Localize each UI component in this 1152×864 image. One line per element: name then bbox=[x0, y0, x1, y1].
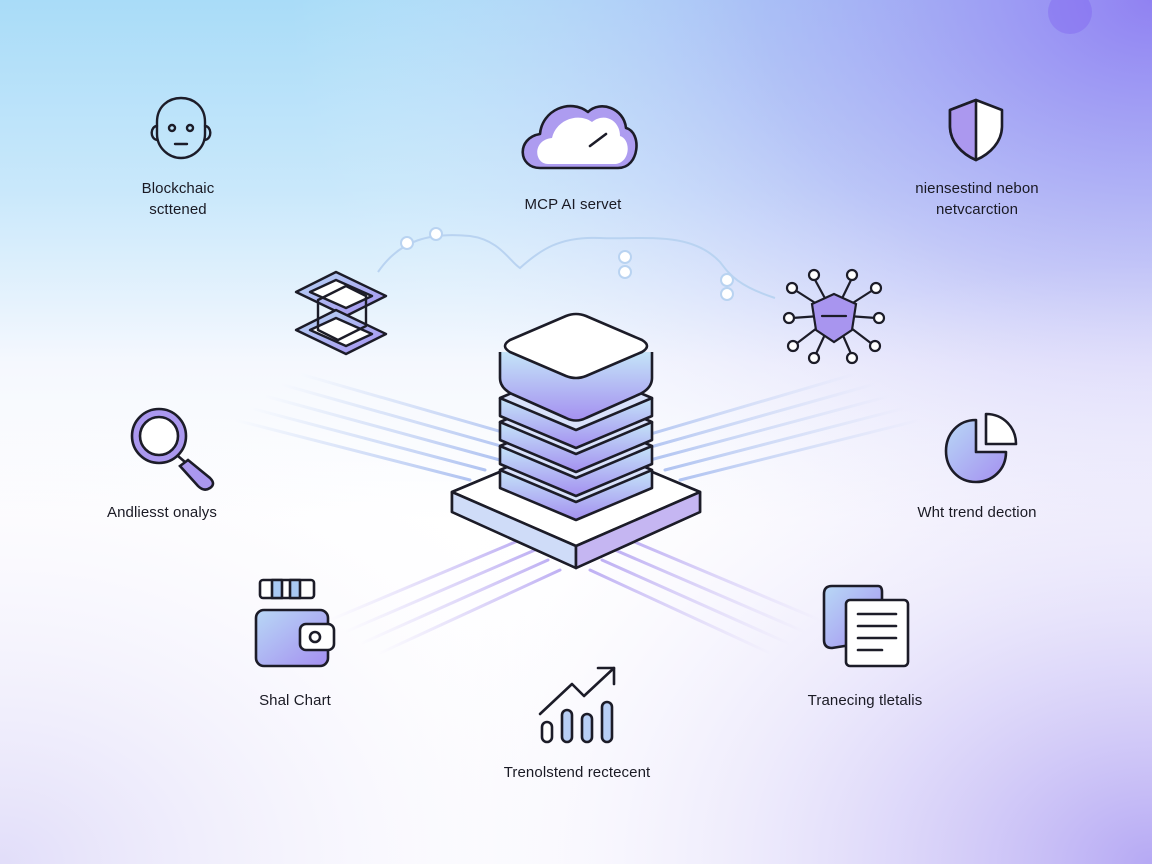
network-hub-icon bbox=[782, 268, 886, 365]
documents-icon bbox=[822, 584, 910, 668]
label-line: Shal Chart bbox=[259, 692, 331, 709]
chain-link-icon bbox=[294, 270, 388, 356]
label-line: netvcarction bbox=[935, 201, 1019, 218]
server-stack-icon bbox=[450, 312, 702, 570]
label-line: Wht trend dection bbox=[917, 504, 1037, 521]
wallet-icon bbox=[254, 578, 336, 668]
label-mid-left: Andliesst onalys bbox=[42, 502, 282, 523]
connector-lines bbox=[233, 372, 922, 656]
label-bottom-right: Tranecing tletalis bbox=[745, 690, 985, 711]
label-top-right: niensestind nebon netvcarction bbox=[857, 178, 1097, 220]
label-line: niensestind nebon bbox=[915, 180, 1039, 197]
bar-trend-icon bbox=[538, 666, 616, 744]
label-line: scttened bbox=[149, 201, 207, 218]
cloud-icon bbox=[521, 104, 638, 170]
magnifier-icon bbox=[130, 407, 215, 491]
label-bottom-center: Trenolstend rectecent bbox=[457, 762, 697, 783]
label-bottom-left: Shal Chart bbox=[175, 690, 415, 711]
label-line: Trenolstend rectecent bbox=[503, 764, 651, 781]
label-mid-right: Wht trend dection bbox=[857, 502, 1097, 523]
label-line: MCP AI servet bbox=[524, 196, 622, 213]
label-line: Tranecing tletalis bbox=[807, 692, 923, 709]
shield-icon bbox=[948, 98, 1004, 162]
pie-chart-icon bbox=[944, 412, 1018, 484]
face-icon bbox=[150, 96, 212, 160]
top-arc bbox=[377, 227, 776, 301]
label-line: Andliesst onalys bbox=[107, 504, 217, 521]
label-top-center: MCP AI servet bbox=[453, 194, 693, 215]
label-top-left: Blockchaic scttened bbox=[58, 178, 298, 220]
label-line: Blockchaic bbox=[141, 180, 215, 197]
